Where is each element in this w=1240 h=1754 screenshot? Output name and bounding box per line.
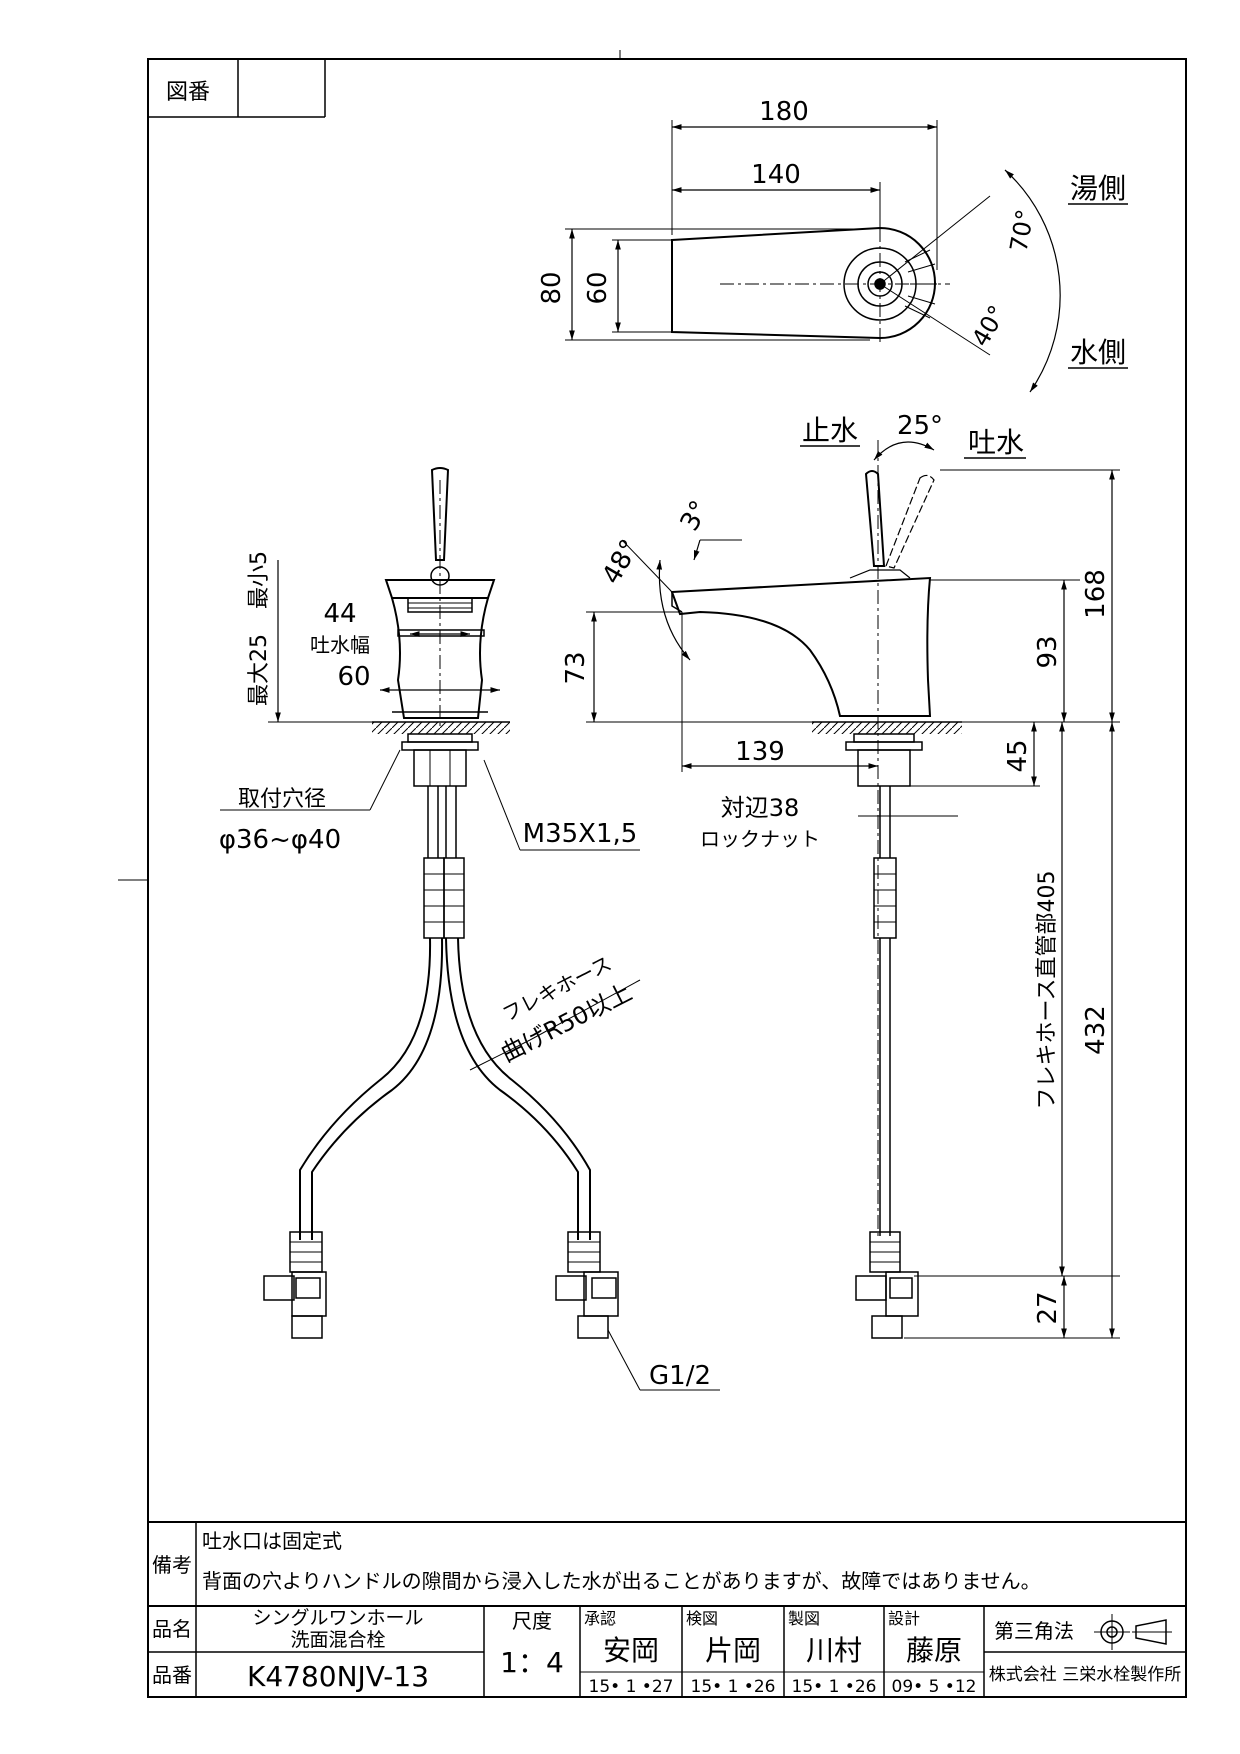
product-name-line-1: シングルワンホール bbox=[252, 1607, 423, 1629]
notes-label: 備考 bbox=[152, 1553, 192, 1577]
dim-spout-width-value: 44 bbox=[323, 599, 356, 629]
design-name: 藤原 bbox=[906, 1634, 962, 1667]
dim-min: 最小5 bbox=[247, 551, 272, 609]
scale-label: 尺度 bbox=[512, 1609, 552, 1633]
scale-value: 1：4 bbox=[500, 1646, 564, 1679]
mount-hole-label: 取付穴径 bbox=[238, 787, 326, 812]
angle-hot: 70° bbox=[1005, 207, 1040, 254]
company-name: 株式会社 三栄水栓製作所 bbox=[989, 1665, 1181, 1685]
dim-body-height: 93 bbox=[1033, 635, 1063, 668]
angle-small: 3° bbox=[675, 496, 716, 537]
third-angle-projection-icon bbox=[1094, 1614, 1172, 1650]
thread-spec: M35X1,5 bbox=[523, 819, 638, 849]
projection-method: 第三角法 bbox=[994, 1619, 1074, 1643]
check-name: 片岡 bbox=[705, 1634, 761, 1667]
design-label: 設計 bbox=[888, 1609, 920, 1628]
dim-body-width: 60 bbox=[583, 271, 613, 304]
hose-straight-length: フレキホース直管部405 bbox=[1035, 871, 1060, 1110]
draw-label: 製図 bbox=[788, 1609, 820, 1628]
dim-nut-height: 45 bbox=[1003, 739, 1033, 772]
check-label: 検図 bbox=[686, 1609, 718, 1628]
label-discharge: 吐水 bbox=[968, 426, 1024, 459]
nut-label: ロックナット bbox=[700, 827, 820, 851]
draw-date: 15• 1 •26 bbox=[792, 1677, 877, 1697]
drawing-number-label: 図番 bbox=[166, 80, 210, 105]
label-cold-side: 水側 bbox=[1070, 336, 1126, 369]
dim-max: 最大25 bbox=[247, 634, 272, 706]
dim-total-height: 168 bbox=[1081, 569, 1111, 619]
angle-spout: 48° bbox=[597, 535, 646, 590]
approve-date: 15• 1 •27 bbox=[589, 1677, 674, 1697]
mount-hole-value: φ36~φ40 bbox=[219, 825, 341, 855]
approve-name: 安岡 bbox=[603, 1634, 659, 1667]
connection-thread: G1/2 bbox=[649, 1361, 711, 1391]
design-date: 09• 5 •12 bbox=[892, 1677, 977, 1697]
angle-lever: 25° bbox=[897, 411, 943, 441]
sheet-frame bbox=[147, 58, 1187, 1698]
note-leak-warning: 背面の穴よりハンドルの隙間から浸入した水が出ることがありますが、故障ではありませ… bbox=[202, 1569, 1041, 1593]
check-date: 15• 1 •26 bbox=[691, 1677, 776, 1697]
title-block bbox=[148, 1521, 1186, 1697]
dim-body-length: 140 bbox=[751, 160, 801, 190]
dim-base-width: 60 bbox=[337, 662, 370, 692]
dim-overall: 432 bbox=[1081, 1005, 1111, 1055]
drawing-number-box: 図番 bbox=[148, 59, 326, 118]
dim-spout-width-label: 吐水幅 bbox=[310, 633, 370, 657]
product-name-line-2: 洗面混合栓 bbox=[290, 1629, 385, 1651]
approve-label: 承認 bbox=[584, 1609, 616, 1628]
top-view bbox=[565, 120, 1061, 393]
note-fixed-spout: 吐水口は固定式 bbox=[202, 1529, 342, 1553]
side-view bbox=[586, 440, 1120, 1339]
draw-name: 川村 bbox=[806, 1634, 862, 1667]
front-view bbox=[220, 467, 720, 1391]
label-hot-side: 湯側 bbox=[1070, 172, 1126, 205]
nut-size: 対辺38 bbox=[721, 794, 800, 822]
dim-total-width: 80 bbox=[537, 271, 567, 304]
dim-total-length: 180 bbox=[759, 97, 809, 127]
product-number-label: 品番 bbox=[152, 1663, 192, 1687]
label-stop-water: 止水 bbox=[802, 414, 858, 447]
dim-bottom: 27 bbox=[1033, 1291, 1063, 1324]
product-number: K4780NJV-13 bbox=[247, 1660, 429, 1693]
product-name-label: 品名 bbox=[152, 1617, 192, 1641]
dim-spout-reach: 139 bbox=[735, 737, 785, 767]
dim-spout-height: 73 bbox=[561, 651, 591, 684]
